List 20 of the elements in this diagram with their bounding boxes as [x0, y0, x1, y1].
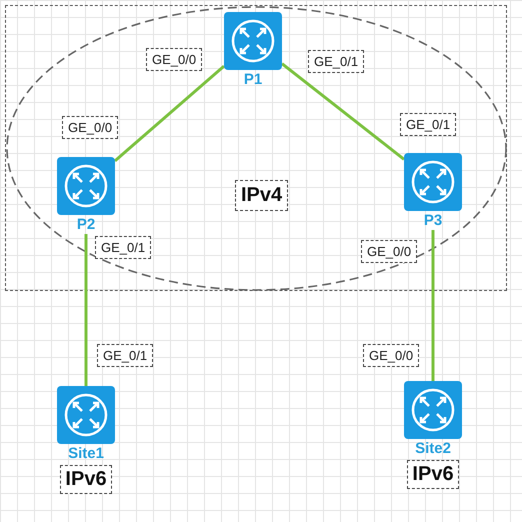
link-line — [281, 62, 405, 160]
port-label: GE_0/0 — [363, 344, 420, 367]
router-name: P3 — [424, 211, 442, 230]
router-name: Site2 — [415, 439, 451, 458]
protocol-label: IPv6 — [60, 465, 112, 494]
port-label: GE_0/0 — [62, 116, 118, 139]
port-label: GE_0/1 — [97, 344, 154, 367]
protocol-label: IPv6 — [407, 460, 459, 489]
port-label: GE_0/0 — [146, 48, 202, 71]
port-label: GE_0/1 — [95, 236, 152, 259]
port-label: GE_0/1 — [308, 50, 364, 73]
link-line — [432, 230, 434, 381]
link-line — [84, 234, 88, 386]
router-name: P2 — [76, 215, 96, 234]
link-line — [114, 65, 225, 162]
zone-label: IPv4 — [235, 180, 288, 211]
port-label: GE_0/1 — [400, 113, 456, 136]
router-name: Site1 — [68, 444, 104, 463]
router-name: P1 — [244, 70, 262, 89]
port-label: GE_0/0 — [361, 240, 418, 263]
